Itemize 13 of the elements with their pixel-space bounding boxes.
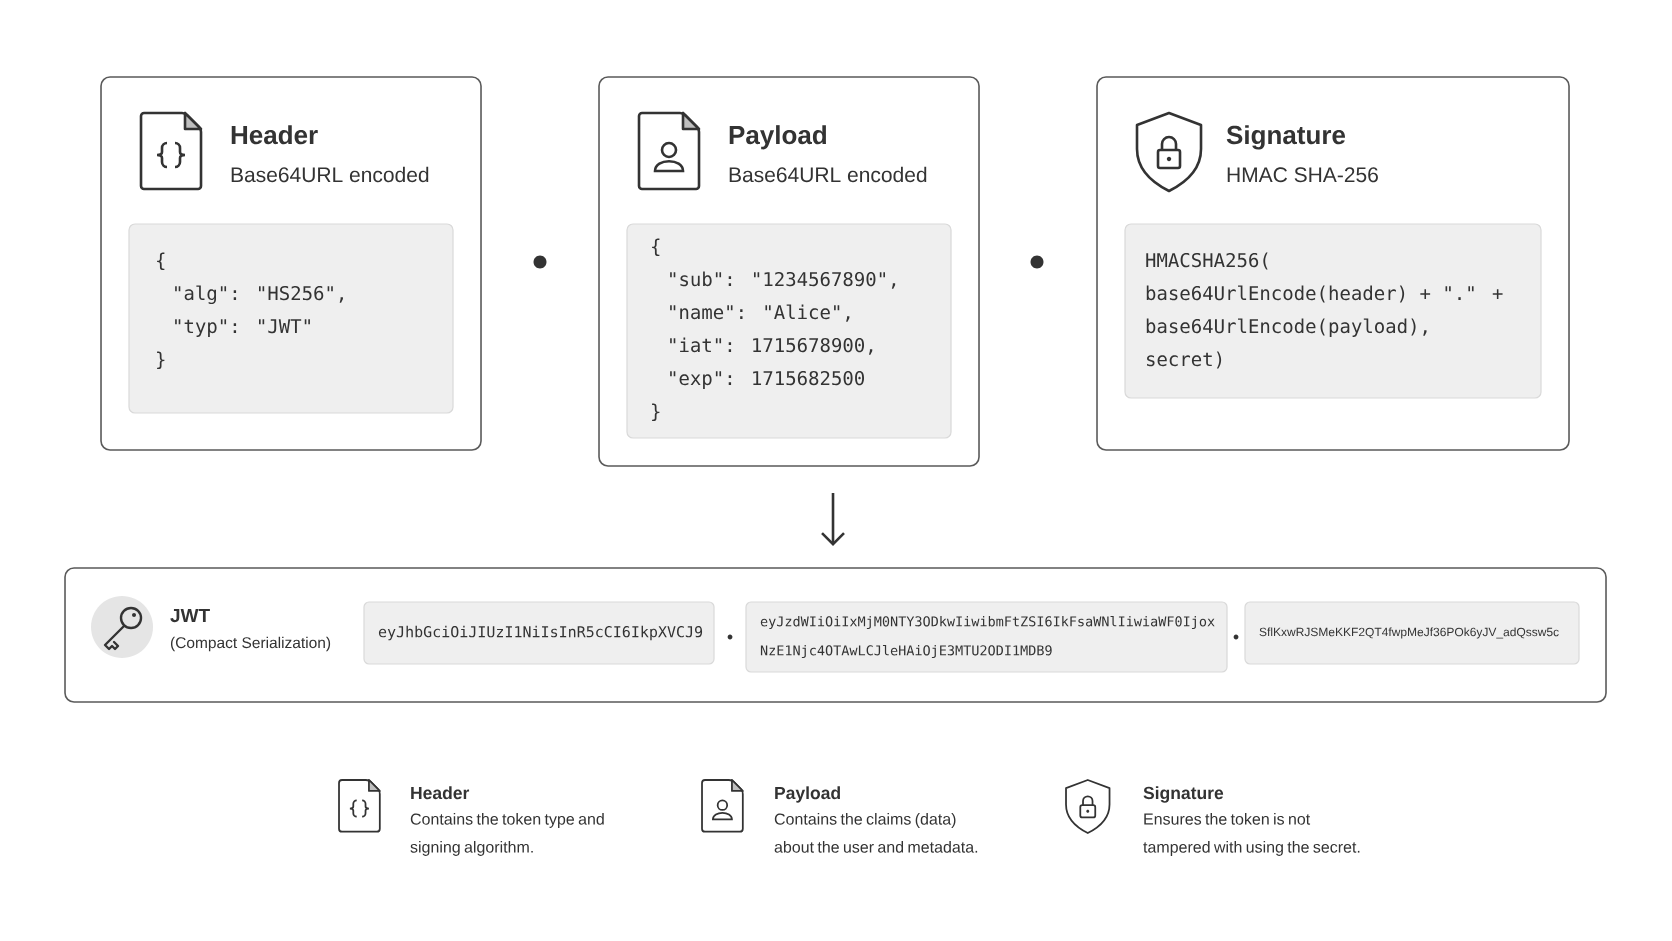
token-segment: SflKxwRJSMeKKF2QT4fwpMeJf36POk6yJV_adQssw5c <box>1244 601 1580 665</box>
heading: Payload <box>775 786 840 803</box>
code-box: { "alg": "HS256", "typ": "JWT" } <box>128 223 454 414</box>
description: Ensures the token is not tampered with using the secret. <box>1143 813 1360 856</box>
heading: Header <box>411 786 470 800</box>
token-segment: eyJzdWIiOiIxMjM0NTY3ODkwIiwibmFtZSI6IkFsaWNlIiwiaWF0Ijox NzE1Njc4OTAwLCJleHAiOjE3MTU2ODI1MDB9 <box>745 601 1228 673</box>
token-segment: eyJhbGciOiJIUzI1NiIsInR5cCI6IkpXVCJ9 <box>363 601 715 665</box>
description: Contains the claims (data) about the user and metadata. <box>774 813 978 853</box>
code-box: HMACSHA256( base64UrlEncode(header) + "." + base64UrlEncode(payload), secret) <box>1124 223 1542 399</box>
heading: Signature <box>1143 786 1224 803</box>
code-box: { "sub": "1234567890", "name": "Alice", "iat": 1715678900, "exp": 1715682500 } <box>626 223 952 439</box>
arrow <box>821 493 845 546</box>
description: Contains the token type and signing algorithm. <box>410 813 604 856</box>
